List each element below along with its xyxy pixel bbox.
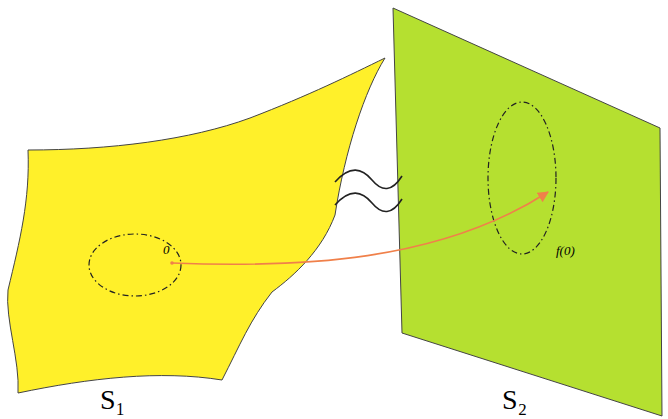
approx-symbol: [335, 170, 402, 211]
neighborhood-s1: [89, 234, 181, 296]
mapping-arrow: [172, 192, 548, 264]
surface-name: S₁: [100, 386, 125, 414]
surface-name: S₂: [502, 386, 527, 414]
point-dot: [170, 261, 174, 265]
image-label: f(0): [556, 244, 575, 257]
neighborhood-s2: [488, 102, 556, 254]
surface-s1: [8, 58, 385, 393]
point-label: 0: [163, 243, 170, 256]
surface-s2: [393, 8, 662, 416]
